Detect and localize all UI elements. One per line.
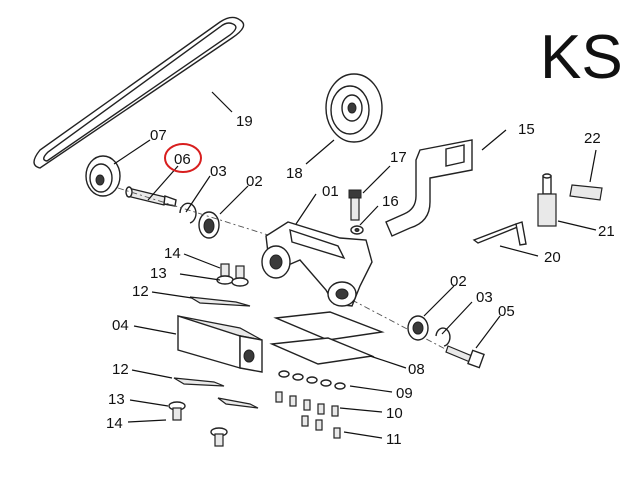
callout-02-lower[interactable]: 02	[450, 273, 467, 290]
callout-14-lower[interactable]: 14	[106, 415, 123, 432]
part-20-hex-key[interactable]	[472, 221, 527, 246]
highlight-circle	[164, 143, 202, 173]
callout-13-upper[interactable]: 13	[150, 265, 167, 282]
part-12-blade-lower[interactable]	[173, 377, 259, 409]
callout-17[interactable]: 17	[390, 149, 407, 166]
callout-06[interactable]: 06	[174, 151, 191, 168]
callout-12-upper[interactable]: 12	[132, 283, 149, 300]
callout-19[interactable]: 19	[236, 113, 253, 130]
callout-16[interactable]: 16	[382, 193, 399, 210]
callout-03-upper[interactable]: 03	[210, 163, 227, 180]
callout-02-upper[interactable]: 02	[246, 173, 263, 190]
part-15-bracket[interactable]	[385, 139, 473, 237]
part-12-blade-upper[interactable]	[189, 296, 251, 307]
part-10-screws[interactable]	[275, 391, 339, 417]
part-04-cutter-block[interactable]	[177, 315, 263, 373]
part-17-bolt[interactable]	[348, 189, 362, 221]
callout-09[interactable]: 09	[396, 385, 413, 402]
callout-04[interactable]: 04	[112, 317, 129, 334]
part-02-bearing-lower[interactable]	[407, 315, 429, 341]
callout-08[interactable]: 08	[408, 361, 425, 378]
part-07-small-pulley[interactable]	[85, 155, 121, 197]
callout-01[interactable]: 01	[322, 183, 339, 200]
part-14-bolt-lower[interactable]	[172, 407, 224, 447]
part-08-plate[interactable]	[269, 311, 385, 365]
part-21-pin[interactable]	[537, 173, 557, 227]
callout-18[interactable]: 18	[286, 165, 303, 182]
callout-15[interactable]: 15	[518, 121, 535, 138]
callout-22[interactable]: 22	[584, 130, 601, 147]
callout-07[interactable]: 07	[150, 127, 167, 144]
part-16-washer[interactable]	[350, 225, 364, 235]
part-11-screws[interactable]	[301, 415, 341, 439]
part-09-washers[interactable]	[278, 370, 346, 390]
callout-12-lower[interactable]: 12	[112, 361, 129, 378]
callout-14-upper[interactable]: 14	[164, 245, 181, 262]
part-18-large-pulley[interactable]	[325, 73, 383, 143]
leader-lines	[113, 91, 597, 439]
part-01-main-housing[interactable]	[261, 221, 373, 307]
callout-11[interactable]: 11	[386, 431, 402, 448]
part-22-label-plate[interactable]	[569, 184, 603, 201]
callout-05[interactable]: 05	[498, 303, 515, 320]
callout-21[interactable]: 21	[598, 223, 615, 240]
part-03-circlip-lower[interactable]	[435, 327, 451, 347]
part-05-bolt[interactable]	[445, 345, 485, 369]
part-02-bearing-upper[interactable]	[198, 211, 220, 239]
callout-10[interactable]: 10	[386, 405, 403, 422]
callout-03-lower[interactable]: 03	[476, 289, 493, 306]
part-03-circlip-upper[interactable]	[179, 202, 197, 224]
part-19-belt[interactable]	[33, 16, 245, 169]
callout-13-lower[interactable]: 13	[108, 391, 125, 408]
callout-20[interactable]: 20	[544, 249, 561, 266]
brand-label: KS	[540, 23, 623, 92]
